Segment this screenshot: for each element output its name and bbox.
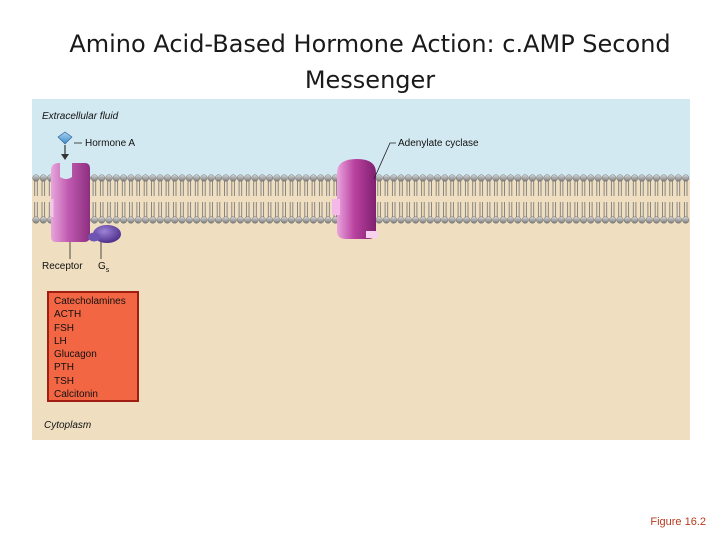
cytoplasm-label: Cytoplasm xyxy=(44,420,92,431)
slide-title: Amino Acid-Based Hormone Action: c.AMP S… xyxy=(60,26,680,98)
diagram-canvas xyxy=(32,99,690,440)
hormone-list-item: PTH xyxy=(54,362,74,374)
hormone-a-molecule xyxy=(57,131,73,160)
adenylate-cyclase-protein xyxy=(332,159,378,239)
title-line-1: Amino Acid-Based Hormone Action: c.AMP S… xyxy=(69,30,671,58)
hormone-list-box: Catecholamines ACTH FSH LH Glucagon PTH … xyxy=(47,291,139,402)
adenylate-leader xyxy=(373,142,396,180)
gs-protein xyxy=(88,225,121,243)
figure-label: Figure 16.2 xyxy=(650,516,706,528)
hormone-list-item: ACTH xyxy=(54,309,82,321)
extracellular-fluid-label: Extracellular fluid xyxy=(42,111,119,122)
hormone-list-item: Calcitonin xyxy=(54,389,98,401)
receptor-label: Receptor xyxy=(42,261,83,272)
title-line-2: Messenger xyxy=(304,66,436,94)
gs-label: Gs xyxy=(98,261,110,274)
hormone-list-item: FSH xyxy=(54,322,74,334)
adenylate-cyclase-label: Adenylate cyclase xyxy=(398,138,479,149)
hormone-list-item: LH xyxy=(54,335,67,347)
cell-membrane-diagram: Extracellular fluid Hormone A Adenylate … xyxy=(32,99,690,440)
receptor-protein xyxy=(50,163,90,242)
hormone-list-item: Glucagon xyxy=(54,349,97,361)
hormone-list-item: Catecholamines xyxy=(54,296,126,307)
hormone-list-item: TSH xyxy=(54,375,74,387)
hormone-a-label: Hormone A xyxy=(85,138,136,149)
